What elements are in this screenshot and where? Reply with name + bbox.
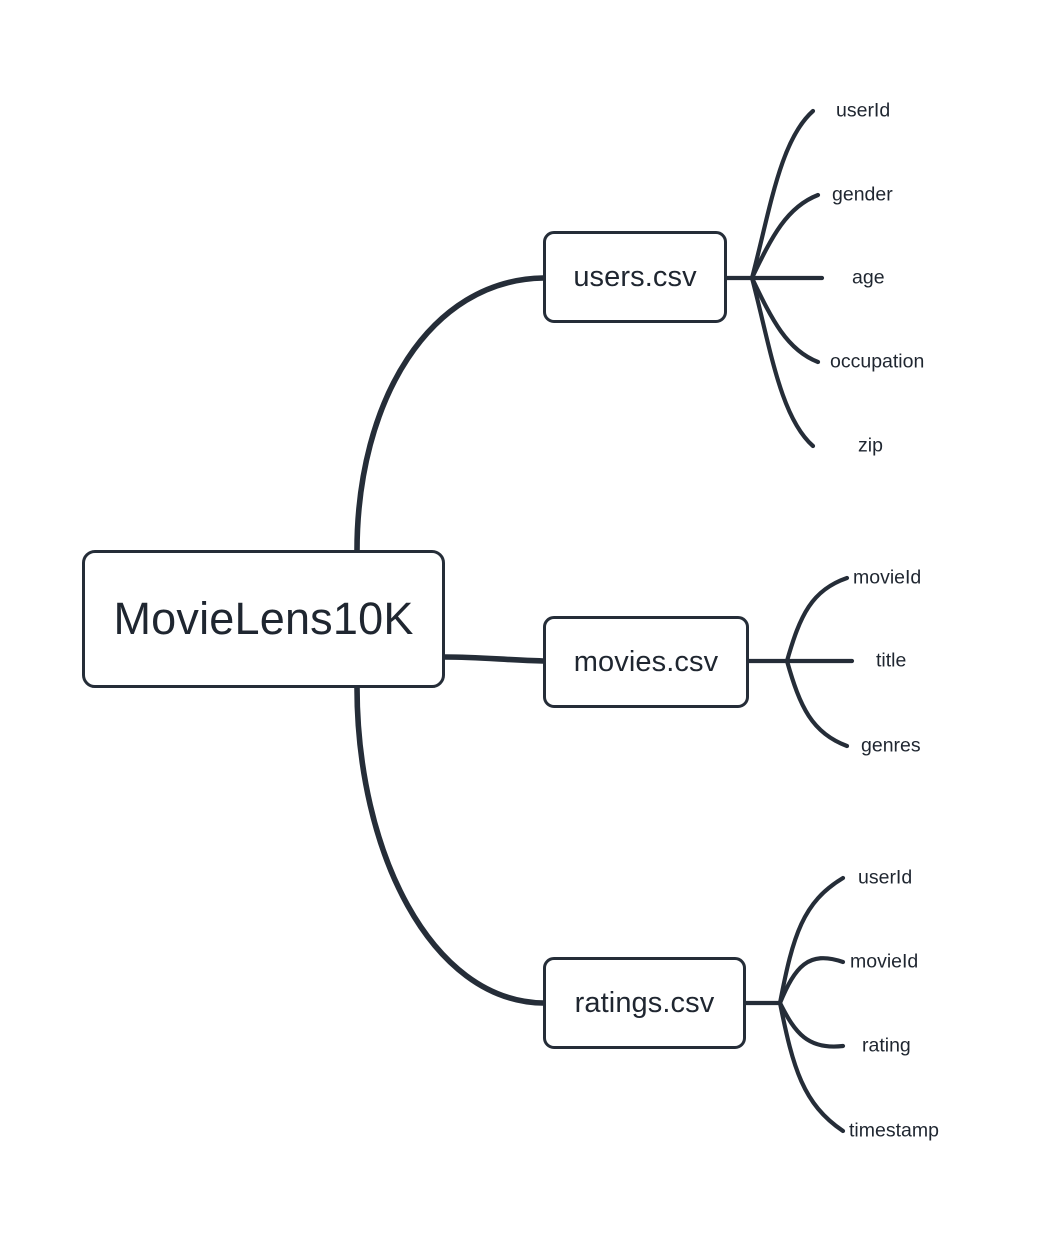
node-ratings-csv-label: ratings.csv xyxy=(574,986,715,1019)
leaf-users-occupation: occupation xyxy=(830,350,925,373)
node-users-csv-label: users.csv xyxy=(573,260,697,293)
edge-root-to-users xyxy=(354,275,546,554)
leaf-movies-genres: genres xyxy=(861,734,921,757)
leaf-users-zip: zip xyxy=(858,434,883,457)
node-users-csv[interactable]: users.csv xyxy=(543,231,727,323)
edge-users-leaf-occupation xyxy=(749,275,821,365)
leaf-users-userid: userId xyxy=(836,99,891,122)
edge-users-leaf-gender xyxy=(749,192,821,281)
edge-movies-leaf-genres xyxy=(784,658,850,749)
edge-root-to-movies xyxy=(442,654,546,664)
edge-movies-leaf-movieid xyxy=(784,575,850,664)
leaf-ratings-timestamp: timestamp xyxy=(849,1119,939,1142)
edge-ratings-leaf-movieid xyxy=(777,956,846,1006)
edge-ratings-leaf-timestamp xyxy=(777,1000,846,1134)
edge-ratings-leaf-userid xyxy=(777,875,846,1006)
leaf-users-age: age xyxy=(852,266,885,289)
leaf-ratings-userid: userId xyxy=(858,866,913,889)
leaf-ratings-movieid: movieId xyxy=(850,950,919,973)
node-movies-csv-label: movies.csv xyxy=(573,645,719,678)
node-movies-csv[interactable]: movies.csv xyxy=(543,616,749,708)
leaf-ratings-rating: rating xyxy=(862,1034,911,1057)
edge-users-leaf-userid xyxy=(749,108,816,281)
leaf-movies-movieid: movieId xyxy=(853,566,922,589)
leaf-users-gender: gender xyxy=(832,183,893,206)
edge-users-leaf-zip xyxy=(749,275,816,449)
edge-ratings-leaf-rating xyxy=(777,1000,846,1049)
node-root-label: MovieLens10K xyxy=(113,593,414,644)
edge-root-to-ratings xyxy=(354,684,546,1006)
node-root[interactable]: MovieLens10K xyxy=(82,550,445,688)
leaf-movies-title: title xyxy=(876,649,907,672)
node-ratings-csv[interactable]: ratings.csv xyxy=(543,957,746,1049)
